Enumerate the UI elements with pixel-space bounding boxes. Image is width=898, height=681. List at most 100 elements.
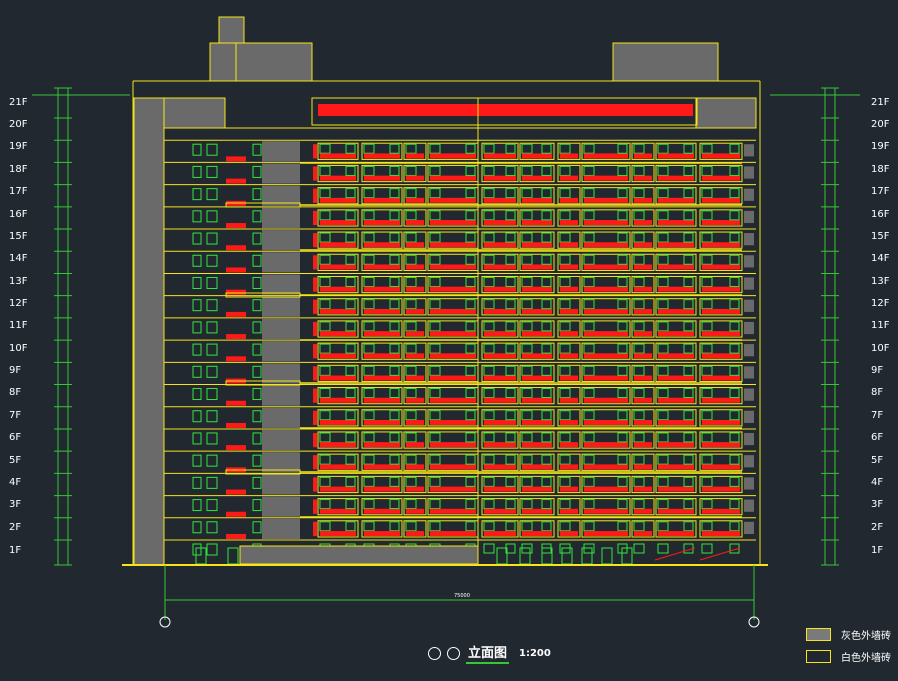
window-green [465,521,476,532]
window-left [192,299,202,312]
balcony-red-left [226,223,246,229]
bay-frame [655,275,697,294]
balcony-red [320,308,356,314]
bay-frame [581,231,631,249]
bay-frame [481,187,519,205]
bay-frame [317,275,359,294]
window-green [729,365,740,376]
window-green [345,410,356,421]
balcony-red [406,175,424,181]
bay-frame [655,253,697,271]
window-green [345,521,356,532]
edge-red [313,210,317,226]
window-green [505,165,516,176]
right-gray [744,210,754,224]
window-green [729,476,740,487]
window-green [405,232,417,243]
floor-label: 14F [871,253,890,264]
window-green [319,232,331,243]
bay-frame [403,231,427,249]
window-green [521,188,533,199]
balcony-red [364,197,400,203]
window-green [389,299,400,310]
balcony-red [702,397,740,403]
window-green [541,454,552,465]
bay-frame [519,187,555,205]
balcony-red [484,442,516,448]
bay-frame [581,453,631,471]
window-green [729,321,740,332]
window-green [683,388,694,399]
balcony-red [634,531,652,536]
balcony-red [484,531,516,536]
bay-frame [403,475,427,494]
floor-label: 20F [9,119,28,130]
window-left [206,188,218,201]
window-green [429,521,441,532]
window-green [617,432,628,443]
window-green [429,143,441,154]
floor-label: 12F [9,298,28,309]
floor-label: 4F [871,477,884,488]
window-green [701,432,713,443]
window-green [657,254,669,265]
window-green [345,276,356,287]
balcony-red [702,486,740,492]
window-green [429,276,441,287]
balcony-red [584,220,628,226]
window-green [465,254,476,265]
right-gray [744,188,754,201]
window-green [633,188,645,199]
window-green [541,276,552,287]
balcony-red [702,153,740,159]
bay-frame [557,298,581,316]
window-green [389,365,400,376]
window-green [701,254,713,265]
bay-frame [699,253,743,271]
balcony-red [634,220,652,226]
window-green [465,499,476,510]
bay-frame [403,209,427,227]
floor-label: 21F [871,97,890,108]
bay-frame [361,275,403,294]
balcony-red [320,175,356,181]
bay-frame [481,164,519,183]
window-green [505,276,516,287]
window-green [363,432,375,443]
window-green [541,388,552,399]
floor-label: 13F [9,276,28,287]
balcony-red [406,242,424,248]
window-green [617,276,628,287]
balcony-red [702,464,740,470]
window-green [657,299,669,310]
bay-frame [699,453,743,471]
bay-frame [317,453,359,471]
bay-frame [481,520,519,538]
window-left [206,476,218,489]
bay-frame [519,431,555,449]
bay-frame [317,475,359,494]
window-green [345,432,356,443]
window-left [192,165,202,178]
bay-frame [699,275,743,294]
window-green [345,365,356,376]
window-green [683,232,694,243]
balcony-red [406,419,424,425]
window-green [505,232,516,243]
window-green [683,343,694,354]
window-green [319,299,331,310]
window-green [541,476,552,487]
window-left [192,188,202,201]
window-green [521,476,533,487]
edge-red [313,277,317,292]
window-green [345,321,356,332]
bay-frame [699,498,743,516]
balcony-red-left [226,356,246,362]
bay-frame [427,320,479,338]
balcony-red [364,442,400,448]
balcony-red [406,308,424,314]
bay-frame [699,187,743,205]
window-stair [252,232,262,245]
window-left [192,432,202,445]
bay-frame [427,364,479,383]
